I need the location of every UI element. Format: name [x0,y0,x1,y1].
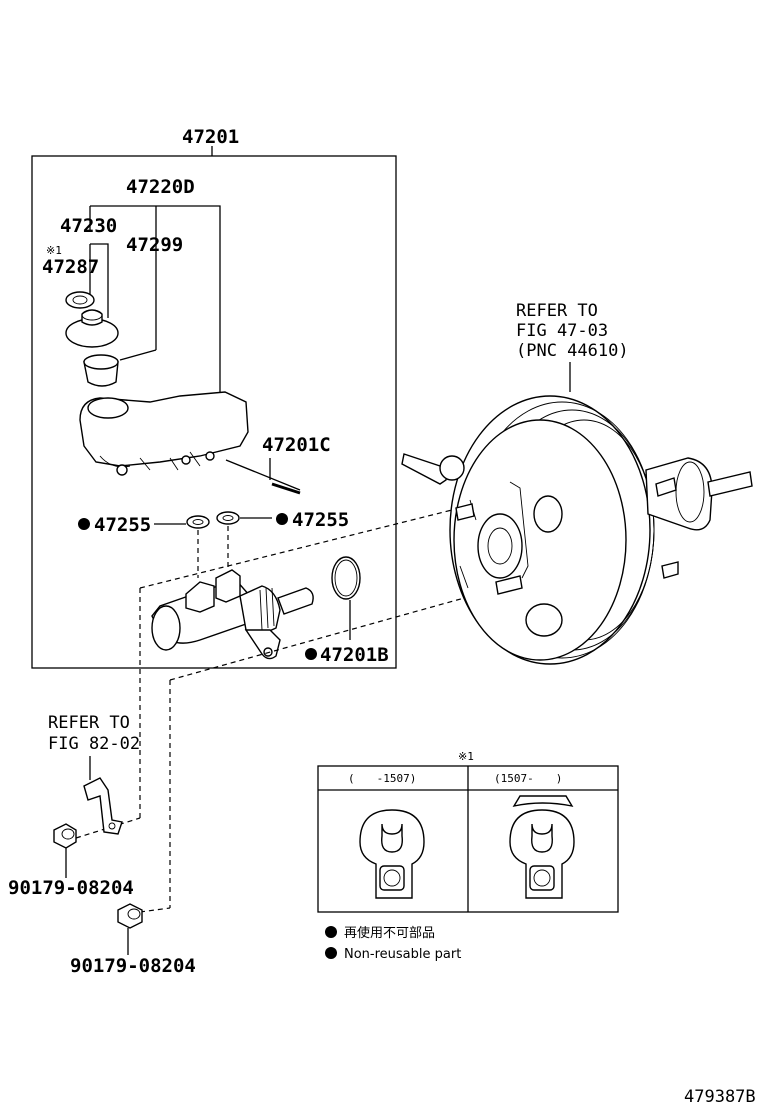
clip-detail-new [509,795,575,899]
nut-upper [53,823,77,849]
non-reusable-mark-right [276,513,288,525]
callout-nut-lower: 90179-08204 [70,955,196,977]
detail-col1-header: ( -1507) [348,772,416,785]
grommet-left [186,515,210,529]
figure-id: 479387B [684,1087,756,1107]
detail-table [317,765,619,913]
callout-47287: 47287 [42,256,99,278]
master-cylinder [151,569,314,660]
callout-note-mark: ※1 [46,244,62,257]
strainer-part [83,354,119,387]
detail-note-mark: ※1 [458,750,474,763]
clip-part [65,291,95,309]
callout-47201c: 47201C [262,434,331,456]
legend-dot-jp [325,926,337,938]
refer-bracket-line2: FIG 82-02 [48,734,140,754]
o-ring [331,556,361,600]
refer-booster-line3: (PNC 44610) [516,341,629,361]
legend-dot-en [325,947,337,959]
nut-lower [117,903,143,929]
callout-47255-right: 47255 [292,509,349,531]
brake-booster [401,395,753,665]
bracket-part [83,777,123,835]
legend-jp: 再使用不可部品 [344,925,435,941]
pin-part [271,482,301,495]
callout-nut-upper: 90179-08204 [8,877,134,899]
callout-47255-left: 47255 [94,514,151,536]
reservoir-tank [79,391,249,476]
callout-47201b: 47201B [320,644,389,666]
refer-bracket-line1: REFER TO [48,713,130,733]
refer-booster-line2: FIG 47-03 [516,321,608,341]
legend-en: Non-reusable part [344,947,461,962]
callout-47201: 47201 [182,126,239,148]
callout-47230: 47230 [60,215,117,237]
clip-detail-old [359,809,425,899]
callout-47299: 47299 [126,234,183,256]
refer-booster-line1: REFER TO [516,301,598,321]
non-reusable-mark-left [78,518,90,530]
callout-47220d: 47220D [126,176,195,198]
reservoir-cap [65,309,119,348]
non-reusable-mark-oring [305,648,317,660]
grommet-right [216,511,240,525]
detail-col2-header: (1507- ) [494,772,562,785]
